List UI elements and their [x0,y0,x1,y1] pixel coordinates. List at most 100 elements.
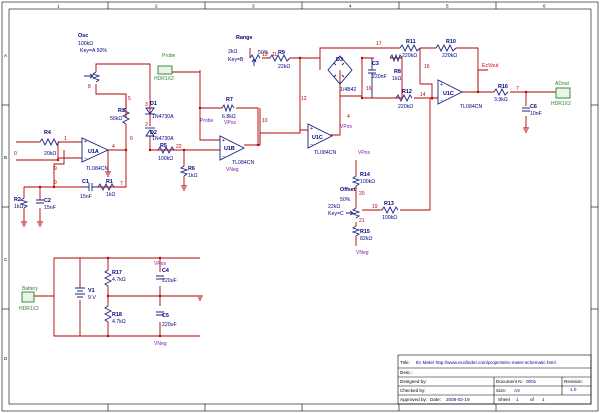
title-block: Title: Ec Meter http://www.ecofinder.com… [397,354,592,405]
capacitor-c6: C6 10nF [522,104,542,117]
resistor-r8: R8 1kΩ [389,53,403,82]
svg-text:D2: D2 [150,130,157,136]
svg-text:R6: R6 [188,166,195,172]
svg-text:1kΩ: 1kΩ [392,76,401,82]
svg-text:6: 6 [130,136,133,142]
resistor-r9: R9 22kΩ [269,50,290,70]
svg-text:C2: C2 [44,198,51,204]
svg-text:VNeg: VNeg [154,341,167,347]
svg-text:220kΩ: 220kΩ [442,53,457,59]
svg-text:82kΩ: 82kΩ [360,236,372,242]
svg-text:VPos: VPos [340,124,352,130]
sheet-value: 1 [516,397,519,402]
svg-text:VNeg: VNeg [226,167,239,173]
ground-symbols [21,127,529,301]
svg-text:EcVout: EcVout [482,63,499,69]
desc-label: Desc.: [400,370,413,375]
svg-text:C1: C1 [82,179,89,185]
document-value: 0001 [526,379,537,384]
opamp-u1d: +− U1C TL084CN [437,79,482,110]
svg-text:R12: R12 [402,89,412,95]
svg-text:Probe: Probe [162,53,176,59]
document-label: Document N: [496,379,523,384]
net-labels: Probe VPos VNeg VPos VPos VNeg VPos VNeg… [154,63,499,347]
svg-text:13: 13 [262,52,268,58]
checked-label: Checked by: [400,388,426,393]
svg-text:16: 16 [424,64,430,70]
svg-text:C3: C3 [372,61,379,67]
svg-text:6.8kΩ: 6.8kΩ [222,114,236,120]
svg-text:7: 7 [120,181,123,187]
svg-text:R5: R5 [160,143,167,149]
bridge-rectifier-d3: D3 1/4B42 [327,55,357,93]
svg-text:VPos: VPos [224,120,236,126]
svg-text:0: 0 [14,151,17,157]
svg-text:V1: V1 [88,288,95,294]
capacitor-c2: C2 15nF [36,198,56,211]
svg-text:C5: C5 [162,313,169,319]
resistor-r4: R4 20kΩ [16,130,82,157]
svg-text:100kΩ: 100kΩ [78,41,93,47]
capacitor-c4: C4 220uF [156,268,177,284]
svg-text:1kΩ: 1kΩ [106,192,115,198]
resistor-r6: R6 1kΩ [179,165,197,179]
svg-text:12: 12 [301,96,307,102]
svg-text:R15: R15 [360,229,370,235]
opamp-u1b: +− U1B TL084CN [219,135,254,166]
designed-label: Designed by: [400,379,427,384]
svg-text:R7: R7 [226,97,233,103]
svg-text:50%: 50% [258,50,269,56]
zener-d1: D1 1N4730A [145,101,174,120]
title-value: Ec Meter http://www.ecofinder.com/projec… [416,360,556,365]
svg-text:U1C: U1C [312,135,323,141]
svg-text:2kΩ: 2kΩ [228,49,237,55]
svg-text:Key=B: Key=B [228,57,244,63]
svg-text:ADout: ADout [555,81,570,87]
svg-text:VNeg: VNeg [356,250,369,256]
svg-text:19: 19 [372,204,378,210]
svg-text:11: 11 [272,52,277,58]
svg-text:R10: R10 [446,39,456,45]
svg-text:2: 2 [145,122,148,128]
svg-text:Key=C: Key=C [328,211,344,217]
svg-text:Osc: Osc [78,33,88,39]
svg-text:4.7kΩ: 4.7kΩ [112,277,126,283]
capacitor-c5: C5 220uF [156,311,177,328]
svg-text:VPos: VPos [154,261,166,267]
resistor-r13: R13 100kΩ [381,201,399,221]
svg-text:14: 14 [420,92,426,98]
svg-text:Offset: Offset [340,187,356,193]
svg-text:100kΩ: 100kΩ [158,156,173,162]
svg-text:Key=A 50%: Key=A 50% [80,48,107,54]
wires [16,47,556,337]
size-value: A3 [514,388,520,393]
svg-text:U1C: U1C [443,91,454,97]
resistor-r16: R16 3.9kΩ [493,84,509,103]
svg-text:TL084CN: TL084CN [314,150,336,156]
resistor-r18: R18 4.7kΩ [103,305,126,325]
svg-text:−: − [310,142,313,148]
resistor-r2: R2 1kΩ [14,197,29,210]
svg-text:20: 20 [359,191,365,197]
svg-text:HDR1X2: HDR1X2 [154,76,174,82]
svg-text:21: 21 [359,218,365,224]
svg-text:VPos: VPos [358,150,370,156]
date-value: 2008-02-19 [446,397,470,402]
svg-text:3.9kΩ: 3.9kΩ [494,97,508,103]
svg-text:220uF: 220uF [162,278,177,284]
svg-text:+: + [310,126,313,132]
svg-text:C4: C4 [162,268,169,274]
capacitor-c1: C1 15nF [80,179,98,200]
resistor-r3: R3 56kΩ [110,94,131,128]
svg-text:R3: R3 [118,108,125,114]
svg-text:9: 9 [54,166,57,172]
frame-col-4: 4 [349,4,352,9]
svg-text:+: + [222,138,225,144]
frame-col-5: 5 [446,4,449,9]
svg-text:1N4730A: 1N4730A [152,136,174,142]
node-numbers: 0 1 3 2 4 6 5 8 9 9 7 22 10 11 12 13 4 1… [14,41,519,224]
svg-text:HDR1X2: HDR1X2 [551,101,571,107]
svg-text:16: 16 [366,86,372,92]
approved-label: Approved by: [400,397,427,402]
